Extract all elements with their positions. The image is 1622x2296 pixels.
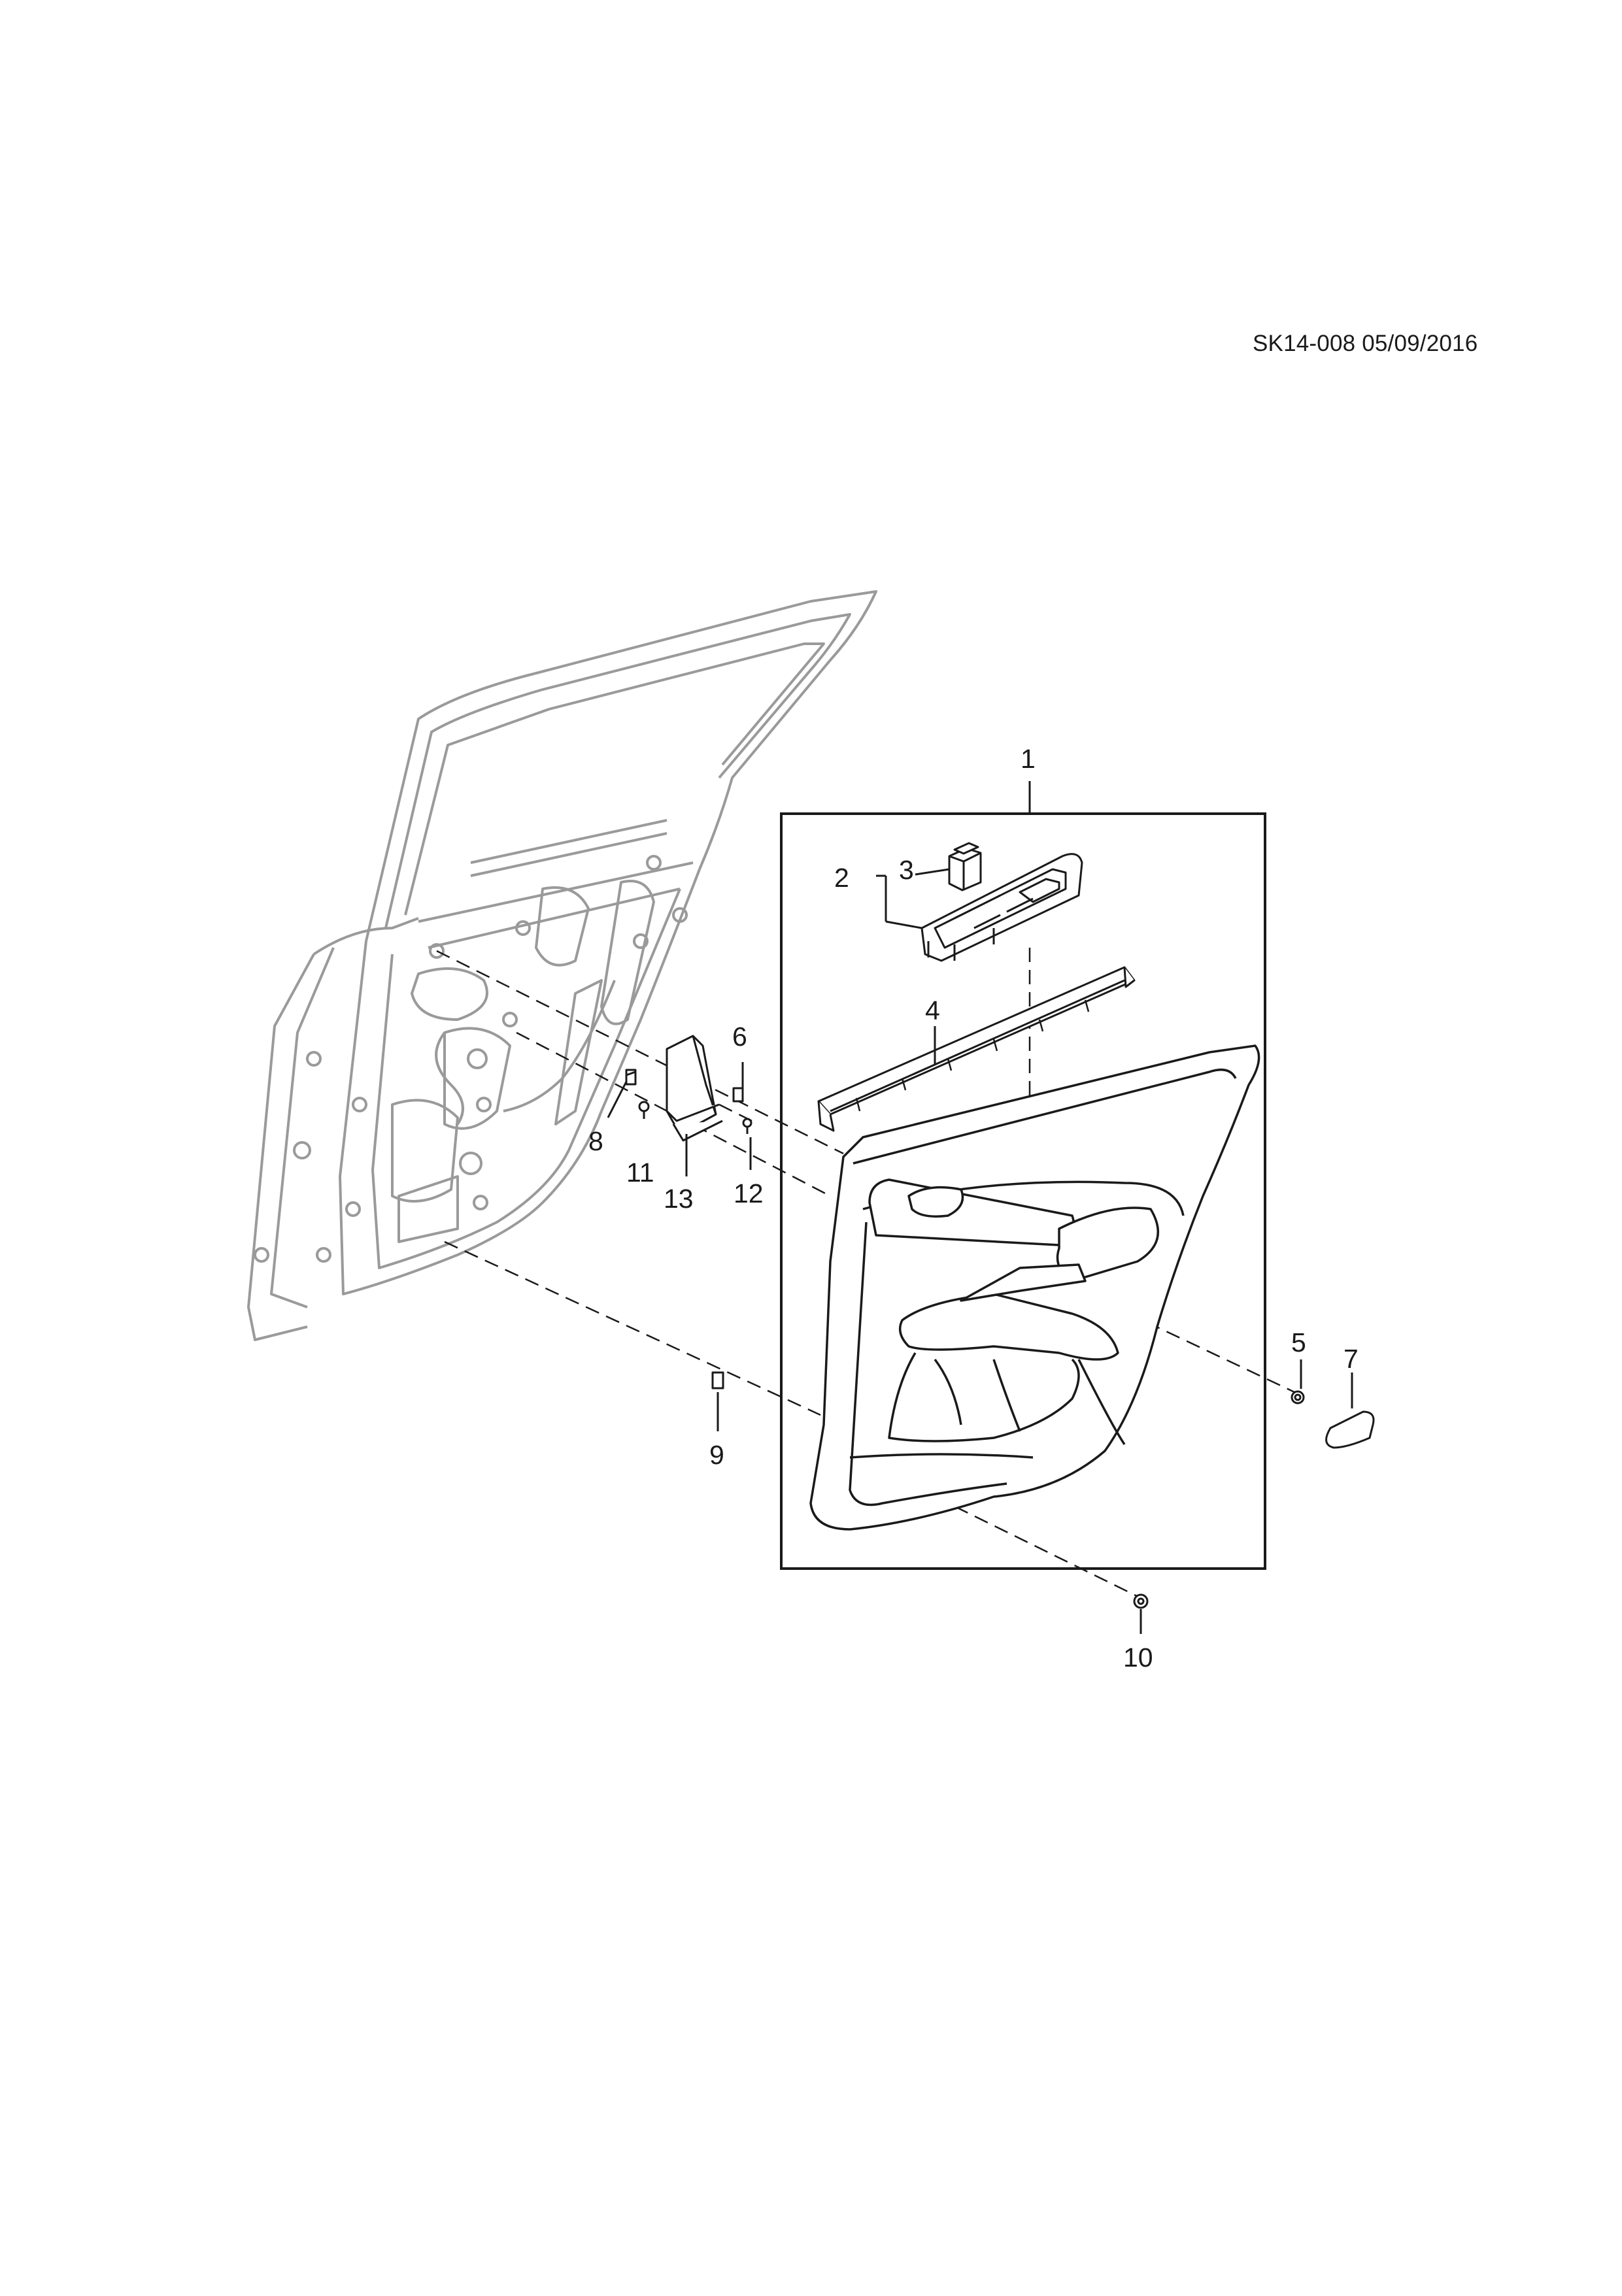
callout-4: 4 [925, 995, 940, 1025]
callout-9: 9 [709, 1440, 724, 1470]
callout-6: 6 [732, 1022, 747, 1052]
callout-7: 7 [1343, 1344, 1359, 1374]
callout-2: 2 [834, 863, 849, 893]
window-switch [948, 842, 982, 891]
trim-strip [817, 966, 1136, 1132]
callout-12: 12 [734, 1178, 764, 1208]
small-hardware [625, 1035, 1375, 1609]
callout-10: 10 [1123, 1642, 1153, 1672]
assembly-box [780, 812, 1266, 1570]
callout-labels: 1 2 3 4 5 6 7 8 9 10 11 12 13 [588, 744, 1359, 1672]
callout-3: 3 [899, 855, 914, 885]
leader-lines [607, 781, 1353, 1634]
callout-13: 13 [664, 1184, 694, 1214]
callout-11: 11 [626, 1157, 654, 1188]
callout-1: 1 [1021, 744, 1036, 774]
door-trim-panel [809, 1044, 1260, 1531]
callout-8: 8 [588, 1126, 603, 1156]
door-frame [247, 590, 877, 1341]
switch-bezel [921, 853, 1083, 962]
document-code: SK14-008 05/09/2016 [1253, 331, 1478, 356]
callout-5: 5 [1291, 1327, 1306, 1357]
